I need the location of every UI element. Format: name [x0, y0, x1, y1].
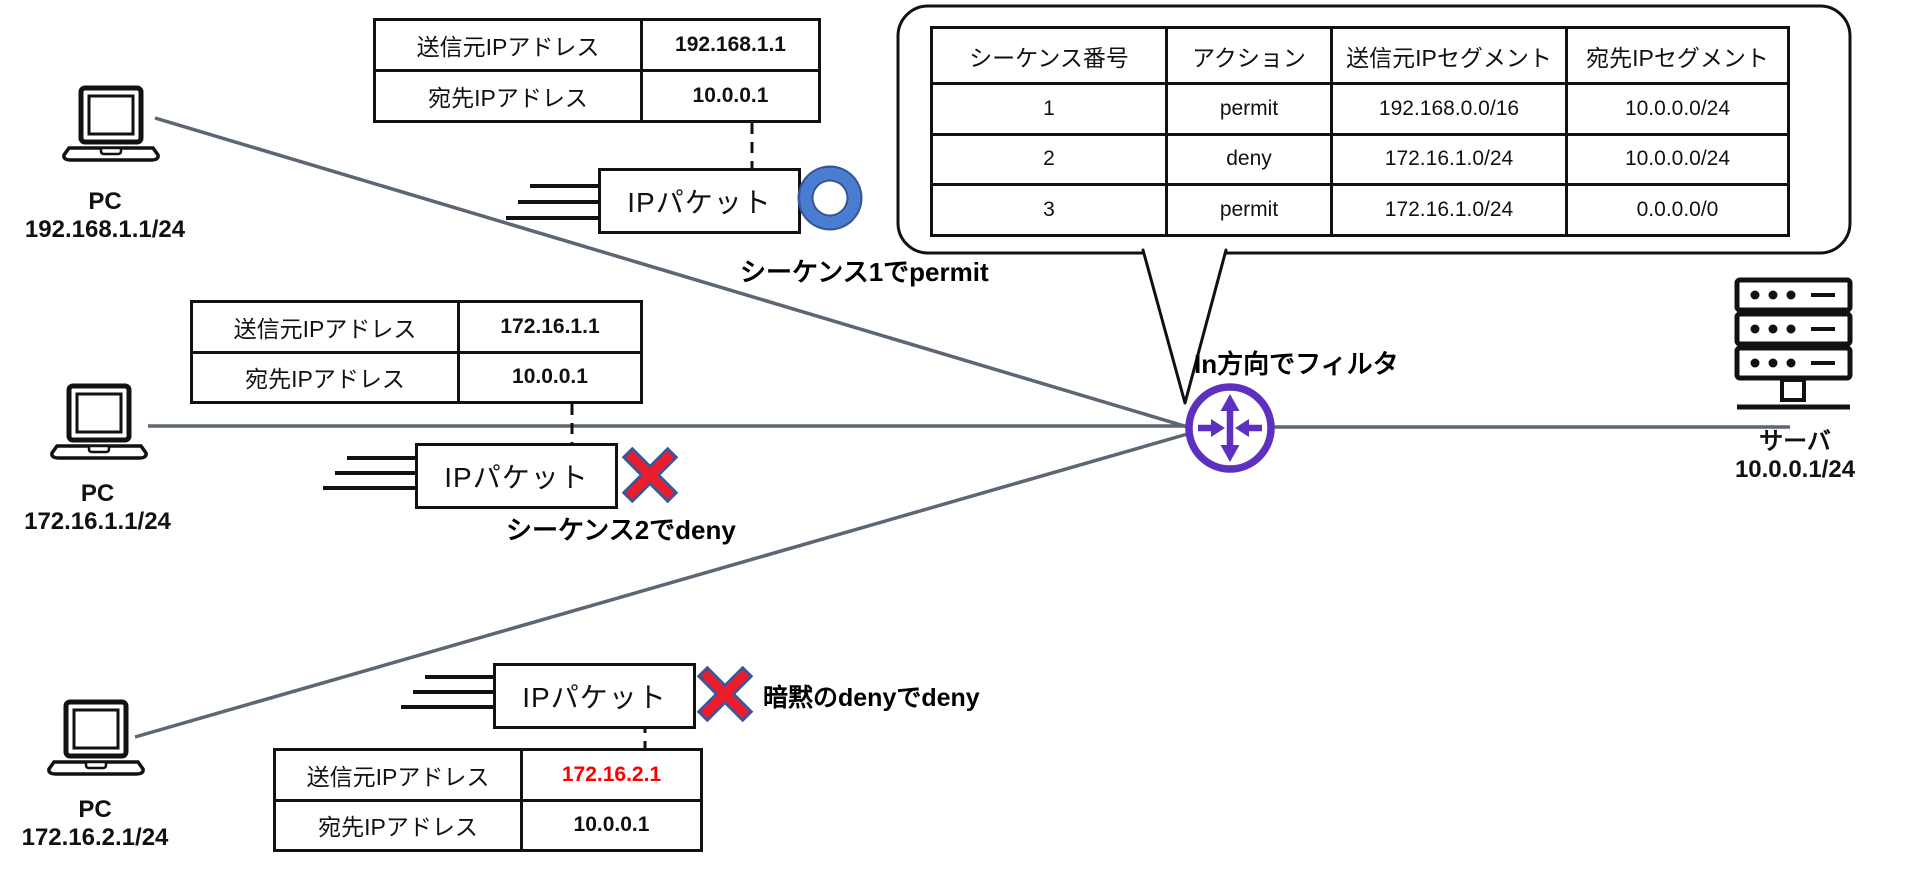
packet2-table: 送信元IPアドレス 172.16.1.1 宛先IPアドレス 10.0.0.1 [190, 300, 643, 404]
acl-cell: permit [1165, 183, 1333, 237]
pc2-label: PC 172.16.1.1/24 [0, 480, 195, 537]
packet3-dst-label: 宛先IPアドレス [273, 798, 523, 852]
packet2-dst-label: 宛先IPアドレス [190, 350, 460, 404]
packet1-box: IPパケット [598, 168, 801, 234]
callout-tail [1141, 248, 1228, 405]
acl-row-3: 3 permit 172.16.1.0/24 0.0.0.0/0 [930, 183, 1790, 237]
packet1-dst-value: 10.0.0.1 [640, 69, 821, 123]
acl-cell: 192.168.0.0/16 [1330, 82, 1568, 136]
acl-header-sequence: シーケンス番号 [930, 26, 1168, 85]
acl-header-source: 送信元IPセグメント [1330, 26, 1568, 85]
laptop-icon-pc2 [52, 386, 146, 458]
pc1-name: PC [88, 188, 122, 215]
laptop-icon-pc3 [49, 702, 143, 774]
packet3-box: IPパケット [493, 663, 696, 729]
router-crossed-arrows-icon [1185, 383, 1275, 473]
acl-cell: 10.0.0.0/24 [1565, 132, 1790, 187]
acl-cell: 0.0.0.0/0 [1565, 183, 1790, 237]
packet3-dst-value: 10.0.0.1 [520, 798, 703, 852]
acl-cell: deny [1165, 132, 1333, 187]
server-rack-icon [1734, 277, 1853, 410]
link-pc1-router [154, 116, 1192, 430]
packet1-src-label: 送信元IPアドレス [373, 18, 643, 72]
pc2-ip: 172.16.1.1/24 [24, 508, 171, 536]
filter-direction-label: In方向でフィルタ [1194, 349, 1399, 379]
speed-lines-p1 [506, 184, 598, 220]
packet2-box: IPパケット [415, 443, 618, 509]
pc3-ip: 172.16.2.1/24 [21, 824, 169, 852]
deny-x-icon-p2 [621, 446, 679, 504]
server-name: サーバ [1759, 428, 1831, 455]
acl-header-action: アクション [1165, 26, 1333, 85]
packet1-dst-label: 宛先IPアドレス [373, 69, 643, 123]
laptop-icon-pc1 [64, 88, 158, 160]
acl-cell: 172.16.1.0/24 [1330, 132, 1568, 187]
acl-cell: permit [1165, 82, 1333, 136]
packet3-src-label: 送信元IPアドレス [273, 748, 523, 802]
acl-cell: 2 [930, 132, 1168, 187]
acl-cell: 3 [930, 183, 1168, 237]
pc1-label: PC 192.168.1.1/24 [5, 188, 205, 245]
pc3-name: PC [78, 796, 112, 823]
packet2-annotation: シーケンス2でdeny [506, 515, 736, 545]
packet3-annotation: 暗黙のdenyでdeny [763, 684, 980, 712]
acl-cell: 172.16.1.0/24 [1330, 183, 1568, 237]
acl-header-destination: 宛先IPセグメント [1565, 26, 1790, 85]
packet2-src-label: 送信元IPアドレス [190, 300, 460, 354]
pc3-label: PC 172.16.2.1/24 [0, 796, 190, 853]
packet-speed-lines [323, 184, 598, 709]
packet1-table: 送信元IPアドレス 192.168.1.1 宛先IPアドレス 10.0.0.1 [373, 18, 821, 123]
speed-lines-p2 [323, 456, 415, 490]
acl-table: シーケンス番号 アクション 送信元IPセグメント 宛先IPセグメント 1 per… [930, 26, 1790, 237]
packet2-src-value: 172.16.1.1 [457, 300, 643, 354]
packet3-table: 送信元IPアドレス 172.16.2.1 宛先IPアドレス 10.0.0.1 [273, 748, 703, 852]
deny-x-icon-p3 [696, 665, 754, 723]
link-pc3-router [134, 431, 1192, 739]
speed-lines-p3 [401, 675, 493, 709]
connection-lines [134, 116, 1790, 739]
acl-cell: 10.0.0.0/24 [1565, 82, 1790, 136]
packet2-dst-value: 10.0.0.1 [457, 350, 643, 404]
pc1-ip: 192.168.1.1/24 [24, 216, 186, 244]
acl-cell: 1 [930, 82, 1168, 136]
packet3-src-value: 172.16.2.1 [520, 748, 703, 802]
packet1-src-value: 192.168.1.1 [640, 18, 821, 72]
acl-row-2: 2 deny 172.16.1.0/24 10.0.0.0/24 [930, 132, 1790, 187]
packet1-annotation: シーケンス1でpermit [740, 257, 989, 287]
acl-row-1: 1 permit 192.168.0.0/16 10.0.0.0/24 [930, 82, 1790, 136]
server-label: サーバ 10.0.0.1/24 [1700, 428, 1890, 485]
pc2-name: PC [80, 480, 115, 507]
permit-circle-icon [800, 168, 860, 228]
server-ip: 10.0.0.1/24 [1734, 456, 1856, 484]
